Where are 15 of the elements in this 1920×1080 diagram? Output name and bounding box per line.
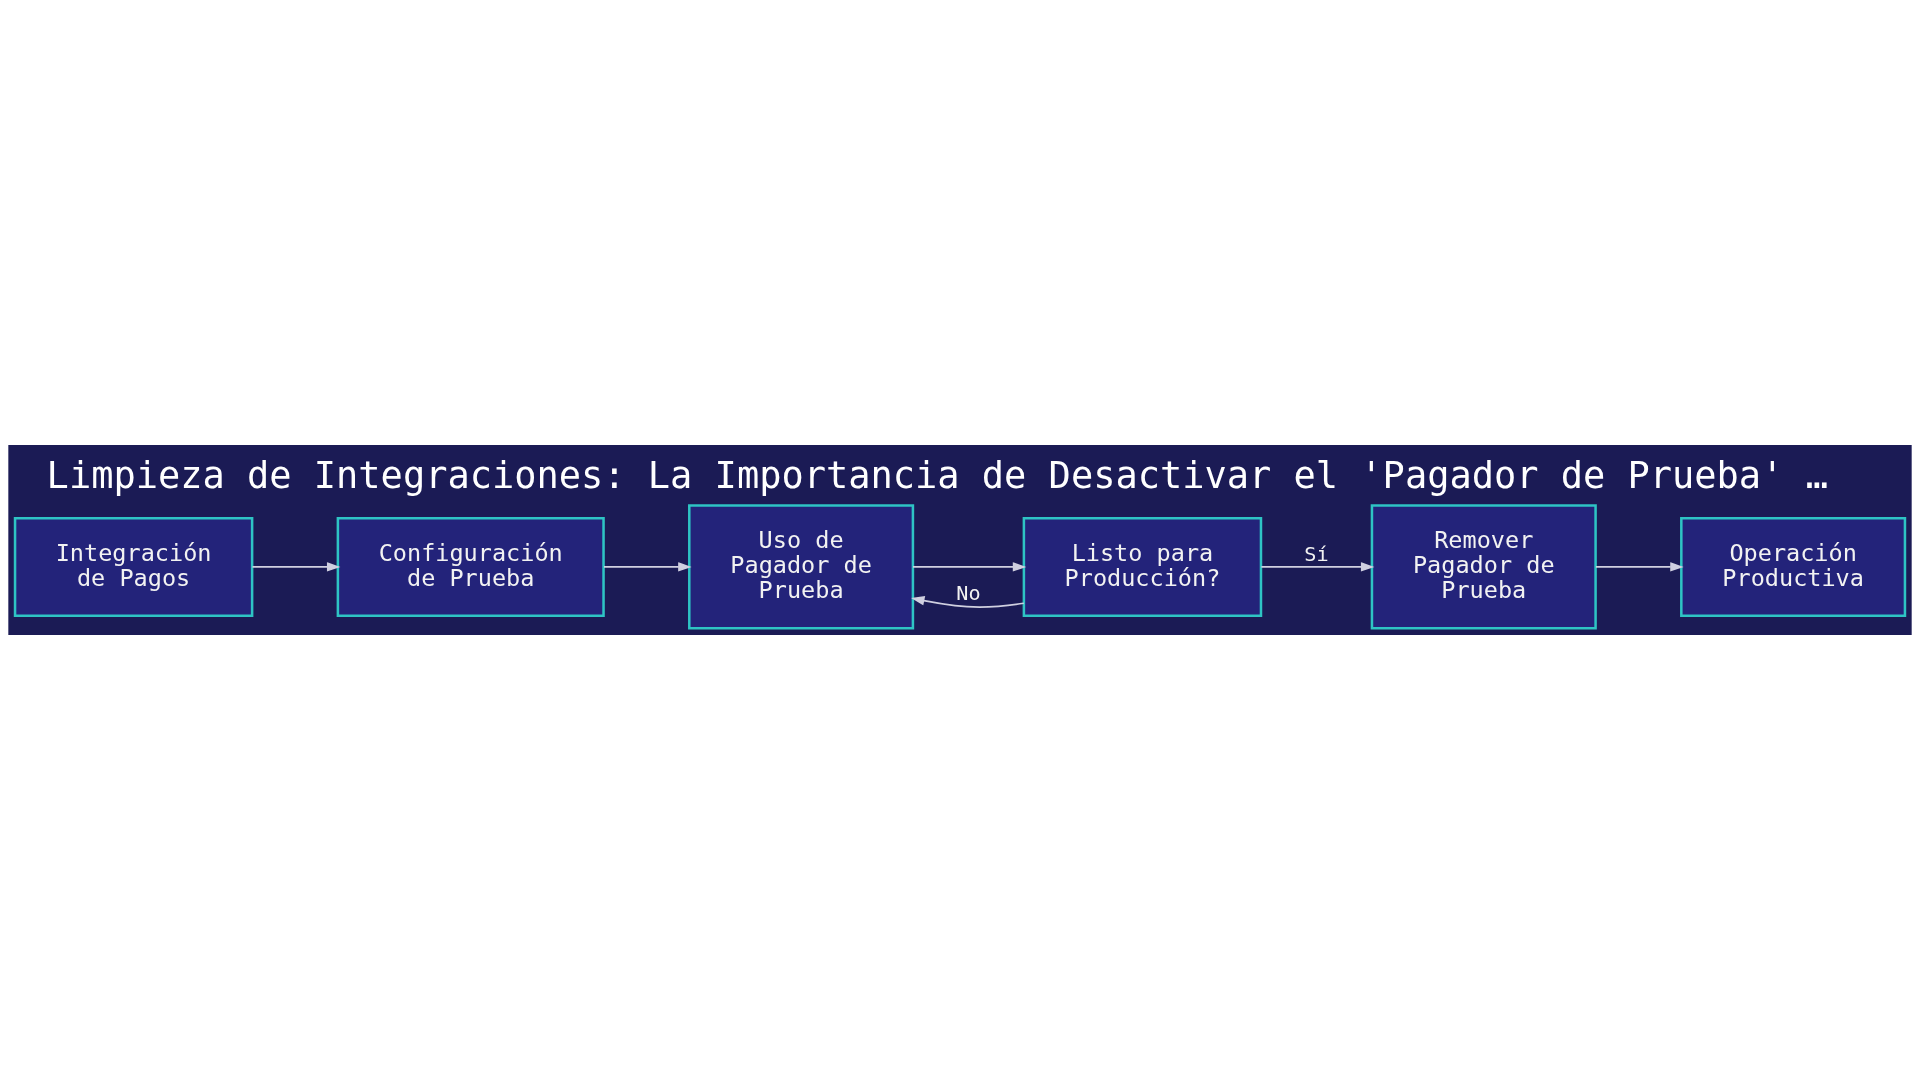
arrow [1595,562,1684,572]
arrow [251,562,341,572]
diagram-title: Limpieza de Integraciones: La Importancia de Desactivar el 'Pagador de Prueba' … [46,454,1828,498]
edge-label: Sí [1304,542,1329,567]
arrow [912,562,1027,572]
arrow [603,562,692,572]
edge-label: No [956,580,981,605]
node-box: Configuración de Prueba [336,516,605,617]
arrow [911,596,1025,608]
node-box: Operación Productiva [1680,516,1907,617]
node-box: Listo para Producción? [1022,516,1263,617]
arrow [1260,562,1375,572]
node-box: Uso de Pagador de Prueba [688,504,915,630]
node-box: Integración de Pagos [13,516,254,617]
node-box: Remover Pagador de Prueba [1370,504,1597,630]
